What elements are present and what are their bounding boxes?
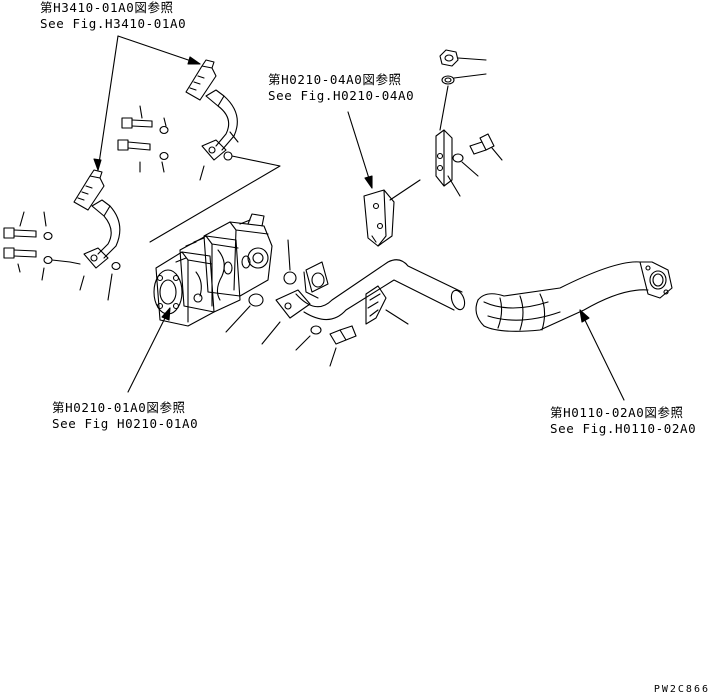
upper-washer-2 (160, 153, 168, 160)
upper-o-ring (224, 152, 232, 160)
reference-h0210-01a0[interactable]: 第H0210-01A0図参照 See Fig H0210-01A0 (52, 400, 198, 432)
drawing-code: PW2C866 (653, 684, 710, 695)
upper-bracket-plate (436, 86, 460, 196)
reference-h0110-jp: 第H0110-02A0図参照 (550, 405, 684, 420)
upper-washer-1 (160, 127, 168, 134)
leader-h0210-01 (128, 308, 170, 392)
reference-h3410-en: See Fig.H3410-01A0 (40, 16, 187, 31)
arrowhead-h3410-lower (94, 159, 101, 170)
reference-h0110-en: See Fig.H0110-02A0 (550, 421, 697, 436)
upper-elbow-fitting (186, 60, 216, 100)
tube-washer (311, 326, 321, 334)
upper-bolt-1 (122, 118, 152, 128)
upper-bolt-2 (118, 140, 150, 150)
arrowhead-h0110 (580, 310, 589, 322)
bracket-washer (453, 154, 463, 162)
mounting-bracket (364, 180, 420, 246)
spring-washer (442, 74, 486, 84)
leader-h3410-upper (118, 36, 200, 64)
lower-flange-block (84, 248, 108, 268)
lower-washer-1 (44, 233, 52, 240)
arrowhead-h3410-upper (188, 57, 200, 64)
pump-o-ring-1 (284, 272, 296, 284)
reference-h0210-01-jp: 第H0210-01A0図参照 (52, 400, 186, 415)
leader-h3410-lower (98, 36, 118, 170)
bracket-bolt (470, 134, 502, 160)
pump-o-ring-2 (249, 294, 263, 306)
reference-h0210-01-en: See Fig H0210-01A0 (52, 416, 199, 431)
reference-h0110-02a0[interactable]: 第H0110-02A0図参照 See Fig.H0110-02A0 (550, 405, 696, 437)
reference-h0210-04-jp: 第H0210-04A0図参照 (268, 72, 402, 87)
lower-elbow-fitting (74, 170, 104, 210)
lower-bolt-2 (4, 248, 36, 258)
hex-nut (440, 50, 486, 66)
gear-pump (154, 214, 272, 326)
hose-clamp (366, 286, 408, 324)
lower-bolt-1 (4, 228, 36, 238)
upper-hose-fitting-group (118, 60, 280, 242)
suction-hose (476, 262, 672, 331)
lower-hose-fitting-group (4, 170, 120, 300)
arrowhead-h0210-04 (365, 176, 372, 188)
leader-h0210-04 (348, 112, 372, 188)
leader-h0110 (580, 310, 624, 400)
reference-h0210-04a0[interactable]: 第H0210-04A0図参照 See Fig.H0210-04A0 (268, 72, 414, 104)
reference-h0210-04-en: See Fig.H0210-04A0 (268, 88, 415, 103)
lower-washer-2 (44, 257, 52, 264)
reference-h3410-jp: 第H3410-01A0図参照 (40, 0, 174, 15)
lower-o-ring (112, 263, 120, 270)
upper-flange-block (202, 140, 226, 160)
lower-flange-tube (92, 200, 120, 258)
reference-h3410-01a0[interactable]: 第H3410-01A0図参照 See Fig.H3410-01A0 (40, 0, 186, 32)
upper-flange-tube (206, 90, 237, 150)
reference-leaders (94, 36, 624, 400)
tube-bolt (330, 326, 356, 344)
suction-tube (276, 260, 467, 320)
